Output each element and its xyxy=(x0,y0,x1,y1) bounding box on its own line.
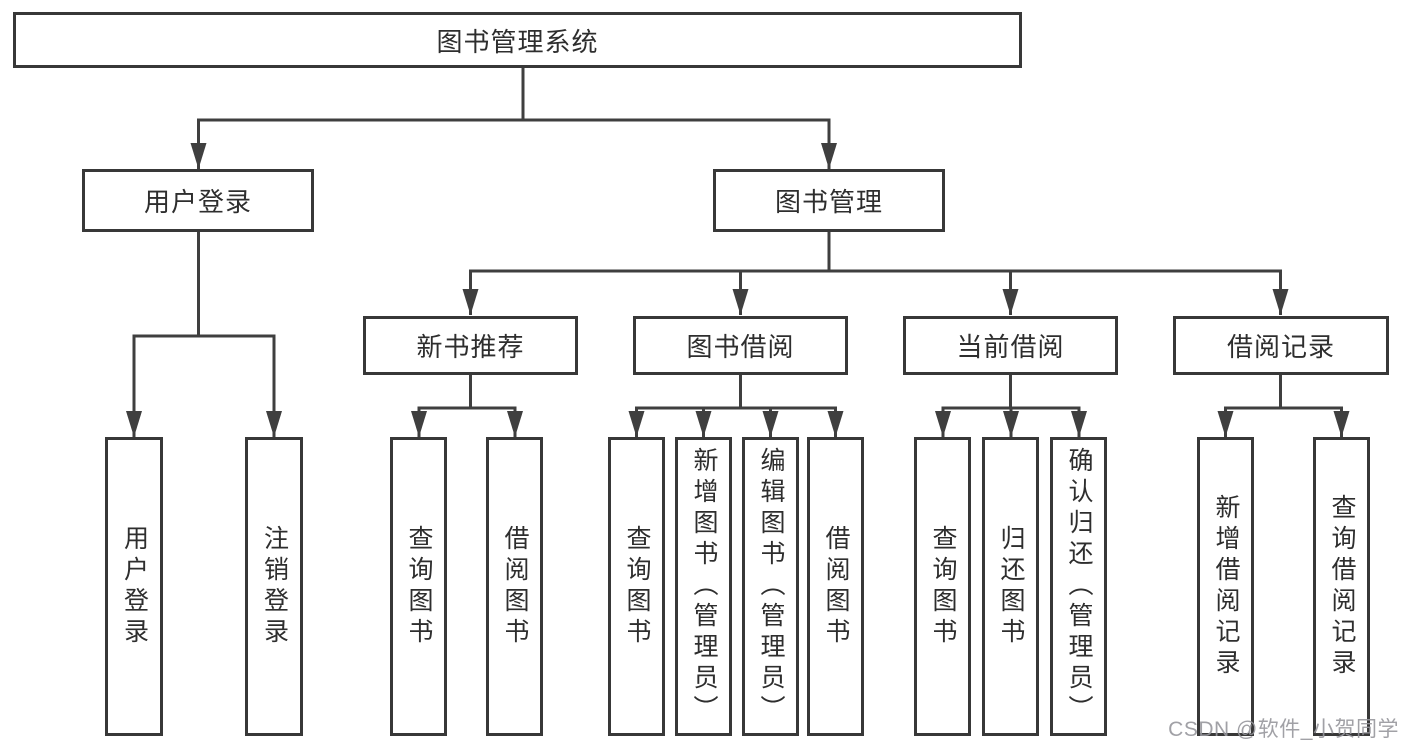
arrowhead-icon xyxy=(827,411,844,437)
arrowhead-icon xyxy=(1071,411,1087,437)
node-book-borrow: 图书借阅 xyxy=(633,316,848,375)
node-new-book-recommend: 新书推荐 xyxy=(363,316,578,375)
node-root-label: 图书管理系统 xyxy=(436,26,599,57)
node-user-login-label: 用户登录 xyxy=(143,187,252,217)
leaf-cb-query-books: 查询图书 xyxy=(914,437,971,736)
leaf-cb-confirm-return-admin-label: 确认归还（管理员） xyxy=(1065,447,1093,726)
leaf-cb-return-books-label: 归还图书 xyxy=(997,524,1025,649)
node-book-management-label: 图书管理 xyxy=(774,187,883,217)
leaf-bb-edit-books-admin-label: 编辑图书（管理员） xyxy=(757,447,785,726)
node-root: 图书管理系统 xyxy=(13,12,1022,68)
leaf-user-login-label: 用户登录 xyxy=(120,524,149,649)
leaf-bb-query-books: 查询图书 xyxy=(608,437,665,736)
node-new-book-recommend-label: 新书推荐 xyxy=(416,332,525,362)
connector-root-to-level2 xyxy=(197,68,831,169)
leaf-cb-query-books-label: 查询图书 xyxy=(929,524,957,649)
leaf-nb-query-books: 查询图书 xyxy=(390,437,447,736)
arrowhead-icon xyxy=(821,143,837,169)
arrowhead-icon xyxy=(935,411,951,437)
node-current-borrow-label: 当前借阅 xyxy=(956,332,1065,362)
leaf-br-add-record-label: 新增借阅记录 xyxy=(1212,493,1240,680)
arrowhead-icon xyxy=(507,411,523,437)
leaf-br-query-record-label: 查询借阅记录 xyxy=(1328,493,1356,680)
leaf-logout-label: 注销登录 xyxy=(260,524,289,649)
node-current-borrow: 当前借阅 xyxy=(903,316,1118,375)
leaf-bb-add-books-admin-label: 新增图书（管理员） xyxy=(690,447,718,726)
node-book-borrow-label: 图书借阅 xyxy=(686,332,795,362)
arrowhead-icon xyxy=(1002,289,1019,315)
arrowhead-icon xyxy=(628,411,645,437)
arrowhead-icon xyxy=(695,411,712,437)
node-user-login: 用户登录 xyxy=(82,169,314,232)
leaf-bb-query-books-label: 查询图书 xyxy=(623,524,651,649)
arrowhead-icon xyxy=(1333,411,1350,437)
arrowhead-icon xyxy=(126,411,142,437)
leaf-br-add-record: 新增借阅记录 xyxy=(1197,437,1254,736)
leaf-bb-add-books-admin: 新增图书（管理员） xyxy=(675,437,732,736)
connector-new-book-branch xyxy=(417,375,517,437)
arrowhead-icon xyxy=(1003,411,1019,437)
node-book-management: 图书管理 xyxy=(713,169,945,232)
leaf-cb-return-books: 归还图书 xyxy=(982,437,1039,736)
leaf-nb-query-books-label: 查询图书 xyxy=(405,524,433,649)
leaf-nb-borrow-books-label: 借阅图书 xyxy=(501,524,529,649)
arrowhead-icon xyxy=(266,411,282,437)
arrowhead-icon xyxy=(1272,289,1289,315)
arrowhead-icon xyxy=(1217,411,1234,437)
connector-borrow-records-branch xyxy=(1224,375,1343,437)
node-borrow-records-label: 借阅记录 xyxy=(1226,332,1335,362)
node-borrow-records: 借阅记录 xyxy=(1173,316,1389,375)
arrowhead-icon xyxy=(462,289,479,315)
arrowhead-icon xyxy=(762,411,779,437)
leaf-bb-borrow-books: 借阅图书 xyxy=(807,437,864,736)
leaf-logout: 注销登录 xyxy=(245,437,303,736)
leaf-bb-edit-books-admin: 编辑图书（管理员） xyxy=(742,437,799,736)
arrowhead-icon xyxy=(411,411,427,437)
leaf-bb-borrow-books-label: 借阅图书 xyxy=(822,524,850,649)
leaf-nb-borrow-books: 借阅图书 xyxy=(486,437,543,736)
leaf-cb-confirm-return-admin: 确认归还（管理员） xyxy=(1050,437,1107,736)
watermark: CSDN @软件_小贺同学 xyxy=(1168,718,1399,741)
arrowhead-icon xyxy=(732,289,749,315)
leaf-br-query-record: 查询借阅记录 xyxy=(1313,437,1370,736)
leaf-user-login: 用户登录 xyxy=(105,437,163,736)
connector-book-borrow-branch xyxy=(635,375,837,437)
arrowhead-icon xyxy=(190,143,207,169)
connector-book-management-branch xyxy=(469,232,1282,315)
connector-user-login-branch xyxy=(132,232,276,437)
